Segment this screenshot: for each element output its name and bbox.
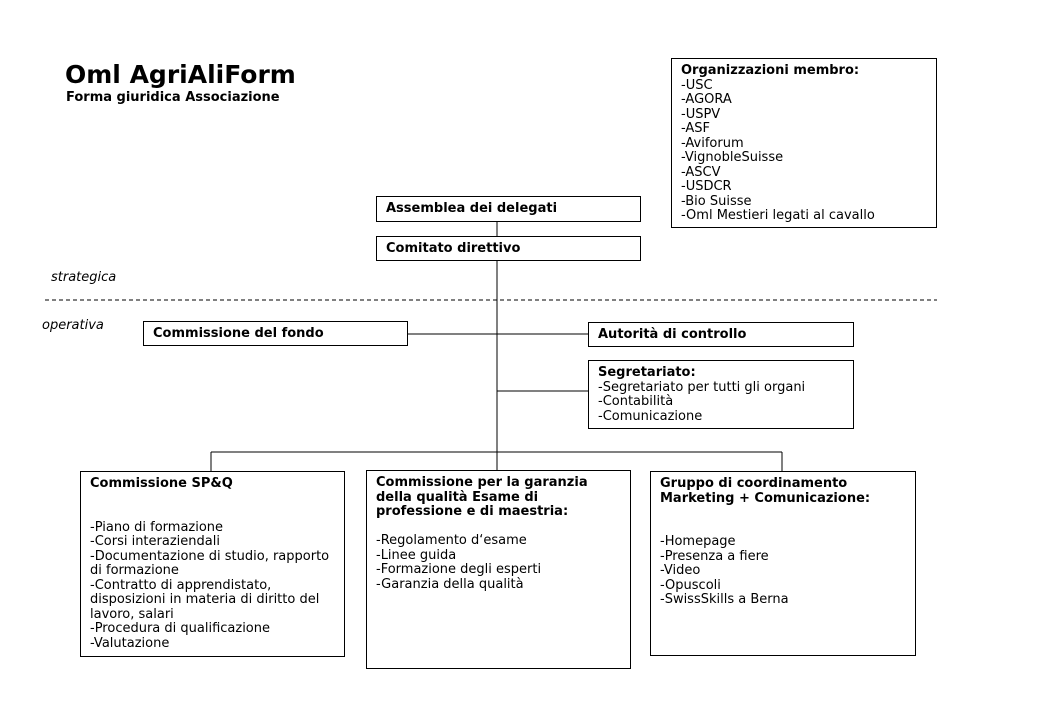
node-fund: Commissione del fondo xyxy=(143,321,408,346)
node-marketing: Gruppo di coordinamento Marketing + Comu… xyxy=(650,471,916,656)
spq-item: -Procedura di qualificazione xyxy=(90,621,271,636)
spq-item: -Piano di formazione xyxy=(90,519,224,535)
member-item: -ASF xyxy=(681,121,711,136)
page-subtitle: Forma giuridica Associazione xyxy=(66,90,280,105)
marketing-title: Gruppo di coordinamento Marketing + Comu… xyxy=(660,476,871,506)
marketing-item: -Opuscoli xyxy=(660,577,721,593)
member-item: -USDCR xyxy=(681,179,732,194)
member-item: -Bio Suisse xyxy=(681,193,752,209)
secretariat-item: -Segretariato per tutti gli organi xyxy=(598,379,806,395)
members-box: Organizzazioni membro: -USC -AGORA -USPV… xyxy=(671,58,937,228)
node-secretariat: Segretariato: -Segretariato per tutti gl… xyxy=(588,360,854,429)
members-title: Organizzazioni membro: xyxy=(681,63,860,78)
member-item: -Aviforum xyxy=(681,135,744,151)
spq-item: -Contratto di apprendistato, disposizion… xyxy=(90,577,320,622)
level-label-strategic: strategica xyxy=(51,270,117,285)
secretariat-title: Segretariato: xyxy=(598,365,696,380)
page-title: Oml AgriAliForm xyxy=(65,60,296,89)
quality-title: Commissione per la garanzia della qualit… xyxy=(376,475,588,519)
secretariat-item: -Contabilità xyxy=(598,394,674,409)
secretariat-item: -Comunicazione xyxy=(598,408,703,424)
member-item: -ASCV xyxy=(681,164,721,180)
node-spq: Commissione SP&Q -Piano di formazione -C… xyxy=(80,471,345,657)
level-label-operative: operativa xyxy=(42,318,104,333)
spq-item: -Documentazione di studio, rapporto di f… xyxy=(90,548,330,578)
member-item: -VignobleSuisse xyxy=(681,150,784,165)
member-item: -AGORA xyxy=(681,92,732,107)
quality-item: -Garanzia della qualità xyxy=(376,576,524,592)
quality-item: -Linee guida xyxy=(376,547,457,563)
quality-item: -Regolamento d‘esame xyxy=(376,533,527,548)
spq-title: Commissione SP&Q xyxy=(90,476,233,491)
quality-item: -Formazione degli esperti xyxy=(376,562,542,577)
node-quality: Commissione per la garanzia della qualit… xyxy=(366,470,631,669)
member-item: -USC xyxy=(681,77,713,93)
member-item: -USPV xyxy=(681,106,721,122)
marketing-item: -SwissSkills a Berna xyxy=(660,592,789,607)
marketing-item: -Homepage xyxy=(660,534,736,549)
node-board: Comitato direttivo xyxy=(376,236,641,261)
marketing-item: -Video xyxy=(660,563,701,578)
node-assembly: Assemblea dei delegati xyxy=(376,196,641,222)
spq-item: -Corsi interaziendali xyxy=(90,534,220,549)
spq-item: -Valutazione xyxy=(90,635,170,651)
member-item: -Oml Mestieri legati al cavallo xyxy=(681,208,875,223)
marketing-item: -Presenza a fiere xyxy=(660,548,769,564)
node-control: Autorità di controllo xyxy=(588,322,854,347)
